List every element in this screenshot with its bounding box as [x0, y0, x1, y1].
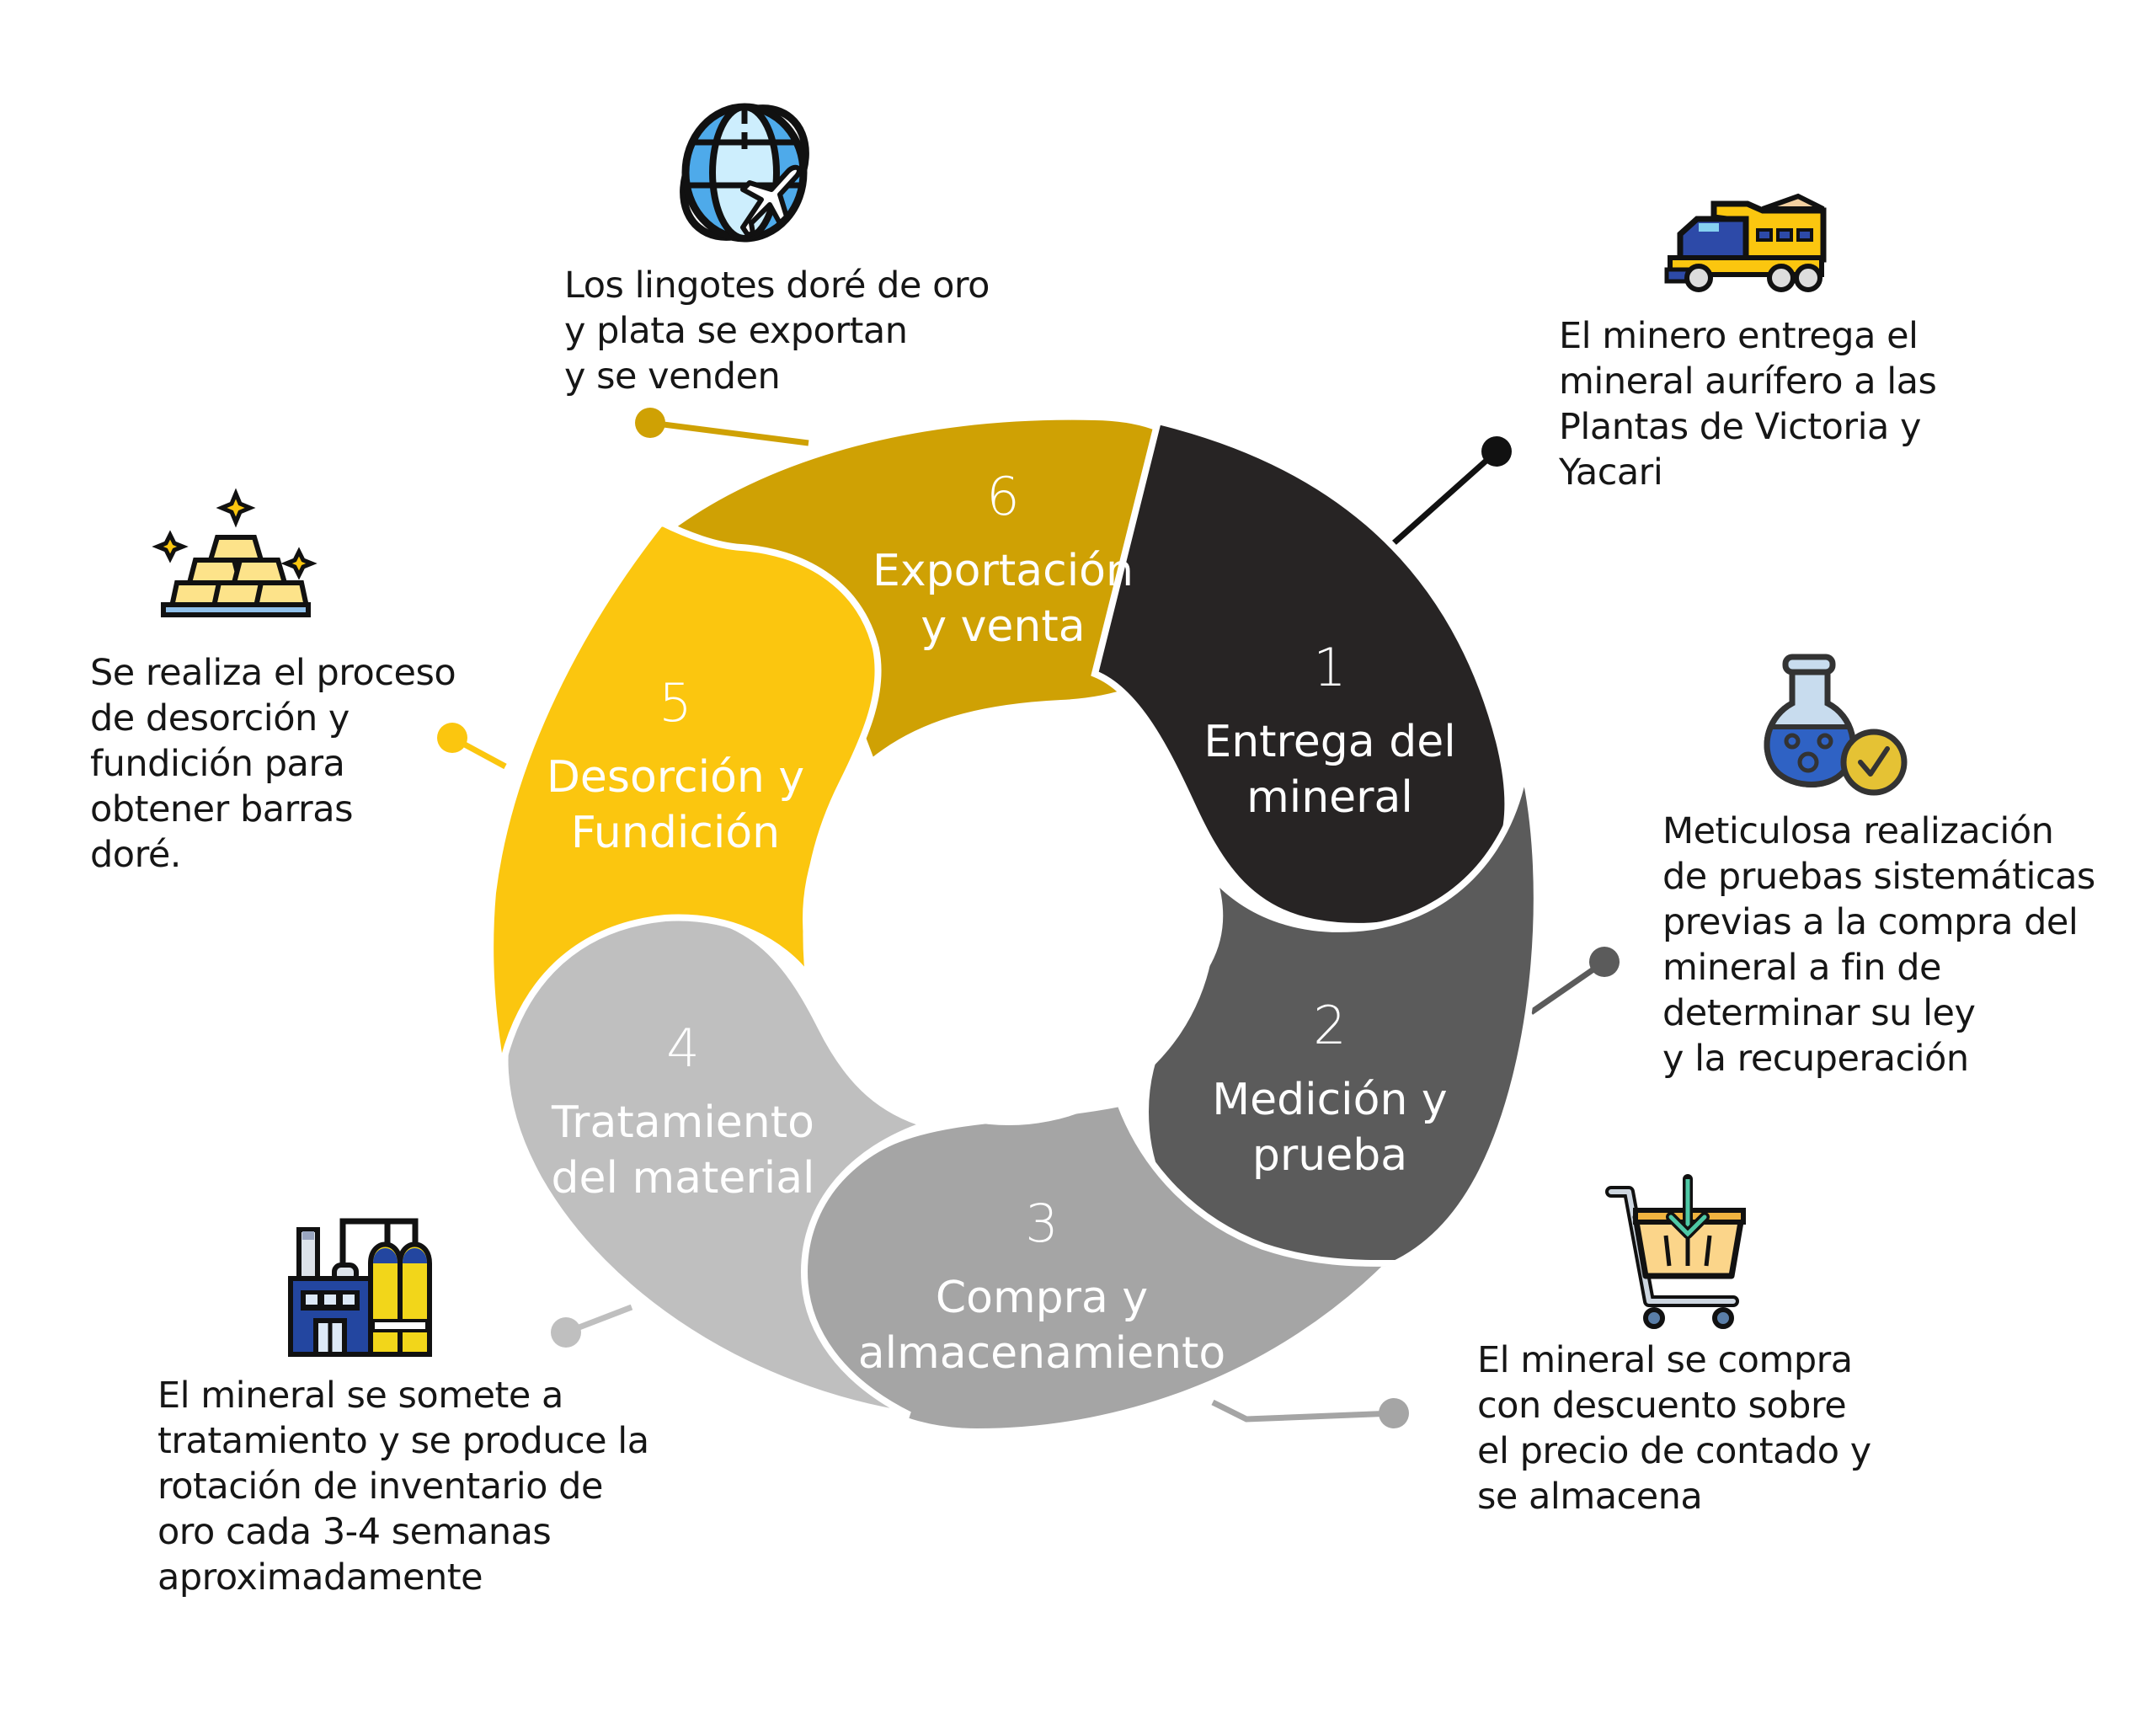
step-title: Entrega del mineral: [1203, 717, 1456, 823]
connector-step-5: [437, 723, 507, 770]
connector-step-4: [551, 1304, 633, 1348]
step-label-6: 6 Exportación y venta: [873, 451, 1134, 670]
factory-icon: [288, 1218, 432, 1357]
description-step-4: El mineral se somete a tratamiento y se …: [157, 1375, 649, 1599]
step-title: Tratamiento del material: [551, 1097, 815, 1204]
dump-truck-icon: [1664, 193, 1827, 292]
description-step-6: Los lingotes doré de oro y plata se expo…: [564, 264, 990, 398]
step-number: 4: [666, 1017, 700, 1079]
gold-bars-icon: [152, 488, 318, 617]
step-number: 2: [1313, 995, 1347, 1056]
shopping-cart-icon: [1605, 1174, 1746, 1329]
segment-step-5[interactable]: [487, 517, 882, 1070]
description-step-2: Meticulosa realización de pruebas sistem…: [1662, 810, 2095, 1080]
step-label-5: 5 Desorción y Fundición: [547, 657, 804, 877]
step-number: 5: [659, 672, 692, 734]
step-title: Compra y almacenamiento: [857, 1273, 1226, 1379]
description-step-3: El mineral se compra con descuento sobre…: [1477, 1339, 1871, 1518]
step-title: Medición y prueba: [1212, 1075, 1448, 1181]
description-step-5: Se realiza el proceso de desorción y fun…: [90, 652, 456, 876]
connector-step-3: [1211, 1398, 1409, 1428]
step-label-4: 4 Tratamiento del material: [551, 1002, 814, 1222]
step-number: 6: [986, 466, 1020, 527]
step-label-1: 1 Entrega del mineral: [1203, 622, 1455, 841]
step-title: Desorción y Fundición: [546, 752, 805, 858]
description-step-1: El minero entrega el mineral aurífero a …: [1559, 315, 1937, 494]
step-title: Exportación y venta: [873, 546, 1134, 652]
ring-center: [803, 713, 1215, 1125]
step-number: 1: [1313, 637, 1347, 698]
flask-check-icon: [1764, 654, 1908, 796]
connector-step-6: [635, 408, 809, 446]
step-label-2: 2 Medición y prueba: [1212, 980, 1447, 1199]
connector-step-2: [1529, 947, 1620, 1015]
step-number: 3: [1025, 1193, 1059, 1254]
step-label-3: 3 Compra y almacenamiento: [858, 1177, 1226, 1397]
globe-airplane-icon: [680, 103, 809, 243]
segment-step-2[interactable]: [1141, 770, 1540, 1284]
